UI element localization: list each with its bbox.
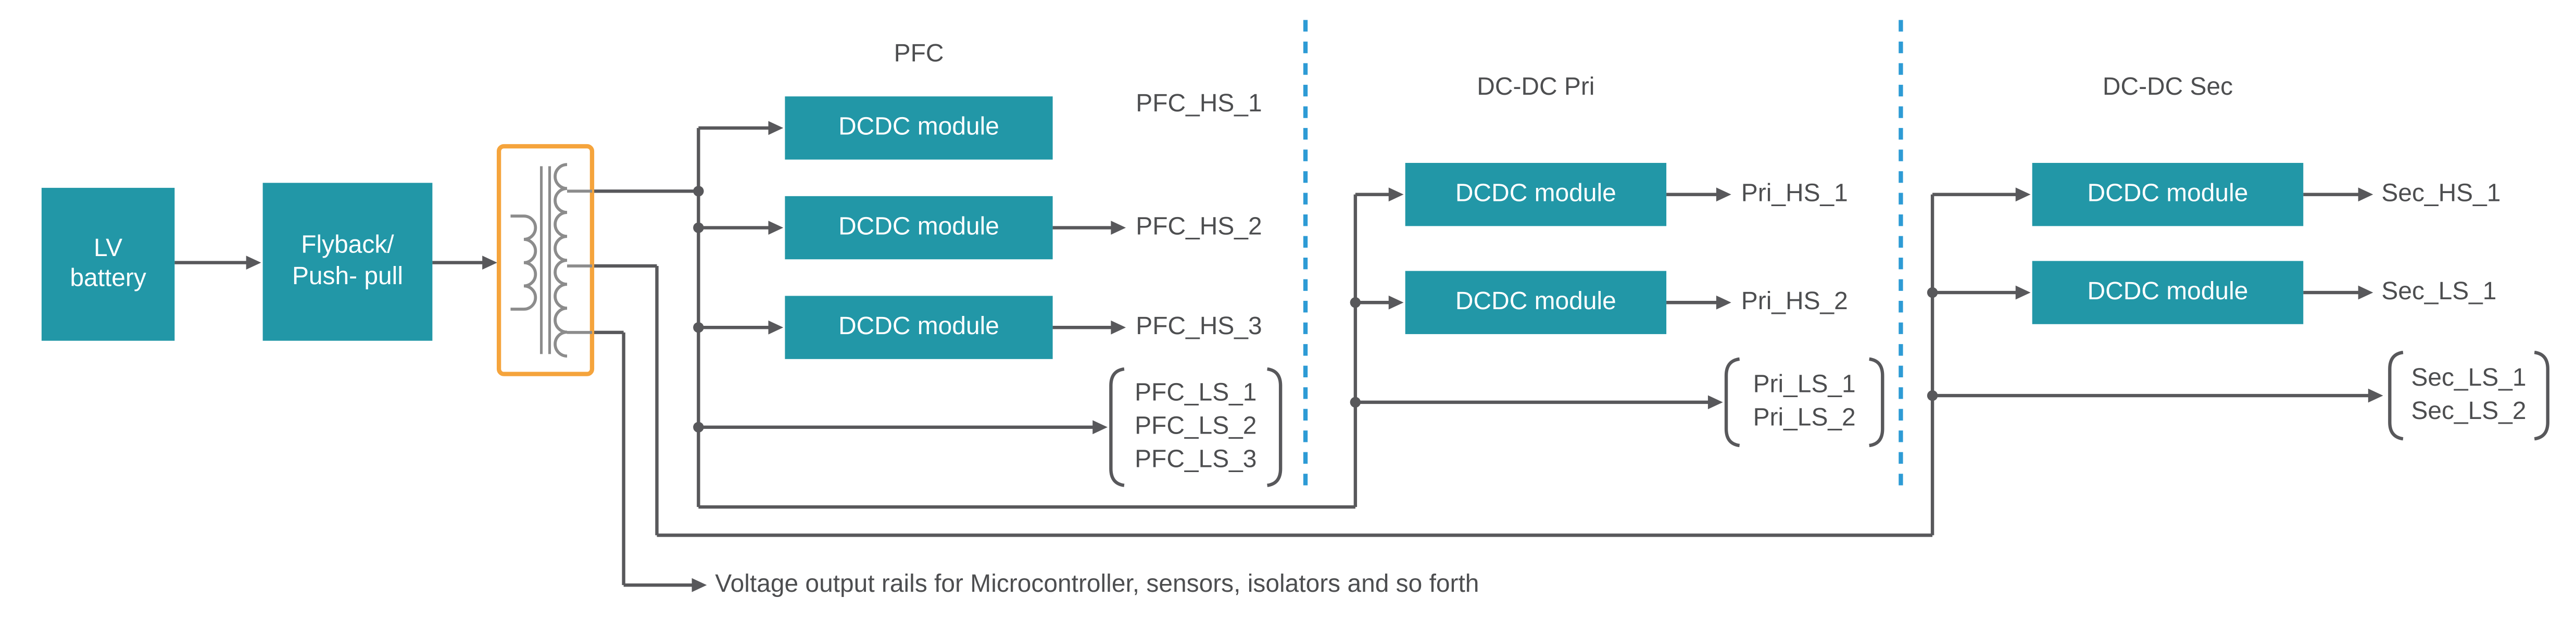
voltage-rails-footnote: Voltage output rails for Microcontroller… <box>715 570 1479 599</box>
pfc-ls-2-label: PFC_LS_2 <box>1135 412 1257 441</box>
aux-rail-wire <box>592 330 695 587</box>
pri-ls-2-label: Pri_LS_2 <box>1753 404 1856 433</box>
pfc-feed-bus-wires <box>592 126 1114 507</box>
pri-ls-rail-group: Pri_LS_1 Pri_LS_2 <box>1740 369 1869 436</box>
pri-dcdc-module-1: DCDC module <box>1405 162 1667 226</box>
transformer-box <box>496 144 595 376</box>
pri-hs-1-label: Pri_HS_1 <box>1741 179 1848 208</box>
pfc-ls-rail-group: PFC_LS_1 PFC_LS_2 PFC_LS_3 <box>1124 377 1267 477</box>
lv-battery-label: LV battery <box>70 234 146 293</box>
sec-section-title: DC-DC Sec <box>2102 73 2233 101</box>
pfc-ls-3-label: PFC_LS_3 <box>1135 445 1257 474</box>
pfc-section-title: PFC <box>894 40 944 68</box>
sec-feed-bus-wires <box>592 193 2372 537</box>
flyback-pushpull-box: Flyback/ Push- pull <box>262 183 433 341</box>
pfc-dcdc-module-3: DCDC module <box>785 296 1053 359</box>
secondary-winding <box>554 163 592 358</box>
pfc-ls-brackets <box>1109 367 1283 487</box>
pfc-hs-1-label: PFC_HS_1 <box>1136 90 1262 118</box>
sec-ls-group-2-label: Sec_LS_2 <box>2411 397 2527 426</box>
pri-ls-brackets <box>1724 357 1884 448</box>
pri-dcdc-module-2: DCDC module <box>1405 271 1667 334</box>
sec-ls-rail-group: Sec_LS_1 Sec_LS_2 <box>2403 362 2534 429</box>
transformer-symbol <box>496 144 595 376</box>
sec-ls-group-1-label: Sec_LS_1 <box>2411 364 2527 392</box>
pfc-dcdc-module-2: DCDC module <box>785 196 1053 260</box>
flyback-pushpull-label: Flyback/ Push- pull <box>292 231 403 290</box>
pfc-dcdc-module-1: DCDC module <box>785 96 1053 160</box>
pri-hs-2-label: Pri_HS_2 <box>1741 287 1848 316</box>
pfc-ls-1-label: PFC_LS_1 <box>1135 379 1257 408</box>
pfc-hs-2-label: PFC_HS_2 <box>1136 212 1262 241</box>
transformer-core-lines <box>539 166 551 354</box>
sec-dcdc-module-1: DCDC module <box>2032 162 2304 226</box>
pri-section-title: DC-DC Pri <box>1477 73 1595 101</box>
pri-feed-bus-wires <box>698 193 1720 509</box>
lv-battery-box: LV battery <box>41 187 175 341</box>
sec-ls-brackets <box>2388 350 2549 441</box>
sec-hs-1-label: Sec_HS_1 <box>2381 179 2501 208</box>
pri-ls-1-label: Pri_LS_1 <box>1753 371 1856 399</box>
sec-dcdc-module-2: DCDC module <box>2032 261 2304 324</box>
sec-ls-1-label: Sec_LS_1 <box>2381 277 2497 306</box>
junction-dots <box>693 186 1938 433</box>
pfc-hs-3-label: PFC_HS_3 <box>1136 312 1262 341</box>
